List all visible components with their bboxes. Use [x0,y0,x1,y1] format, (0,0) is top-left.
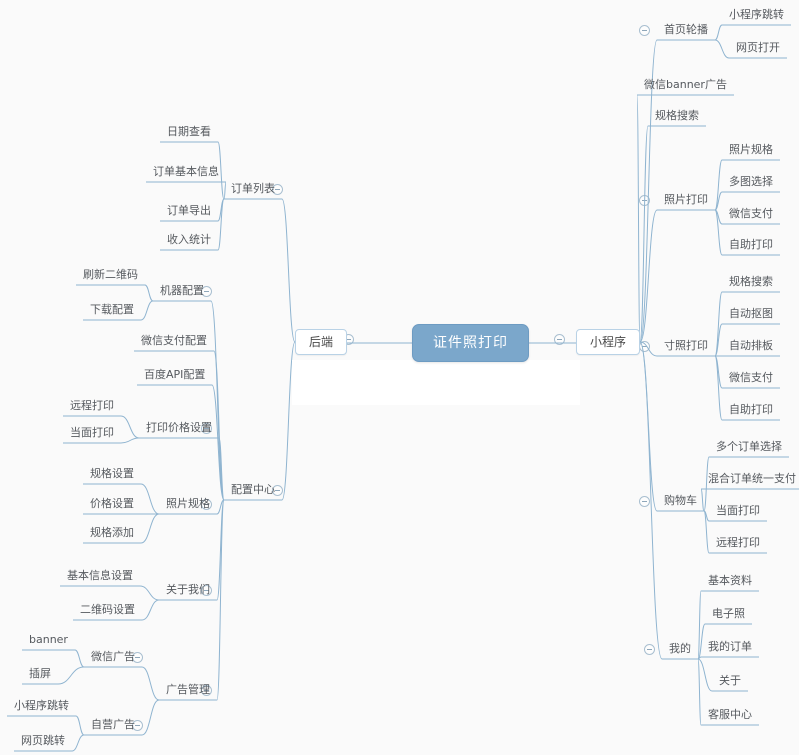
leaf-cart-remote-print[interactable]: 远程打印 [716,536,760,549]
leaf-qrcode-setting[interactable]: 二维码设置 [80,603,135,616]
leaf-spec-setting[interactable]: 规格设置 [90,467,134,480]
node-id-photo-print[interactable]: 寸照打印 [664,339,708,352]
collapse-toggle-about-us[interactable] [201,585,212,596]
leaf-download-config[interactable]: 下载配置 [90,303,134,316]
node-self-ad[interactable]: 自营广告 [91,718,135,731]
leaf-self-ad-webpage-jump[interactable]: 网页跳转 [21,734,65,747]
node-mine[interactable]: 我的 [669,642,691,655]
leaf-wechat-pay-config[interactable]: 微信支付配置 [141,334,207,347]
branch-node-backend[interactable]: 后端 [295,329,348,355]
node-config-center[interactable]: 配置中心 [231,483,275,496]
leaf-id-photo-spec-search[interactable]: 规格搜索 [729,275,773,288]
leaf-inperson-print[interactable]: 当面打印 [70,426,114,439]
leaf-ad-banner[interactable]: banner [29,633,68,646]
leaf-order-export[interactable]: 订单导出 [167,204,211,217]
root-node[interactable]: 证件照打印 [412,324,529,362]
collapse-toggle-mine[interactable] [644,644,655,655]
collapse-toggle-cart[interactable] [639,496,650,507]
leaf-mine-support-center[interactable]: 客服中心 [708,708,752,721]
leaf-income-stats[interactable]: 收入统计 [167,233,211,246]
collapse-toggle-machine-config[interactable] [201,286,212,297]
leaf-id-photo-selfservice[interactable]: 自助打印 [729,403,773,416]
leaf-photo-print-selfservice[interactable]: 自助打印 [729,238,773,251]
leaf-carousel-webpage-open[interactable]: 网页打开 [736,41,780,54]
leaf-refresh-qrcode[interactable]: 刷新二维码 [83,268,138,281]
node-about-us[interactable]: 关于我们 [166,583,210,596]
node-print-price-config[interactable]: 打印价格设置 [146,421,212,434]
collapse-toggle-miniprogram[interactable] [554,334,565,345]
leaf-ad-interstitial[interactable]: 插屏 [29,667,51,680]
leaf-id-photo-wechat-pay[interactable]: 微信支付 [729,371,773,384]
collapse-toggle-home-carousel[interactable] [639,25,650,36]
collapse-toggle-photo-print[interactable] [639,195,650,206]
node-cart[interactable]: 购物车 [664,494,697,507]
leaf-cart-multi-order-select[interactable]: 多个订单选择 [716,440,782,453]
leaf-photo-print-spec[interactable]: 照片规格 [729,143,773,156]
leaf-self-ad-miniprogram-jump[interactable]: 小程序跳转 [14,699,69,712]
leaf-basic-info-setting[interactable]: 基本信息设置 [67,569,133,582]
collapse-toggle-id-photo-print[interactable] [639,341,650,352]
leaf-id-photo-auto-cutout[interactable]: 自动抠图 [729,307,773,320]
white-overlay-patch [292,360,580,405]
collapse-toggle-order-list[interactable] [272,184,283,195]
leaf-order-basic-info[interactable]: 订单基本信息 [153,165,219,178]
branch-node-miniprogram[interactable]: 小程序 [576,329,641,355]
leaf-price-setting[interactable]: 价格设置 [90,497,134,510]
collapse-toggle-photo-spec[interactable] [201,499,212,510]
node-order-list[interactable]: 订单列表 [231,182,275,195]
node-machine-config[interactable]: 机器配置 [160,284,204,297]
collapse-toggle-wechat-ad[interactable] [132,652,143,663]
leaf-mine-basic-profile[interactable]: 基本资料 [708,574,752,587]
leaf-order-date-view[interactable]: 日期查看 [167,125,211,138]
node-ad-management[interactable]: 广告管理 [166,683,210,696]
leaf-carousel-miniprogram-jump[interactable]: 小程序跳转 [729,8,784,21]
leaf-photo-print-wechat-pay[interactable]: 微信支付 [729,207,773,220]
leaf-photo-print-multiselect[interactable]: 多图选择 [729,175,773,188]
collapse-toggle-ad-management[interactable] [201,685,212,696]
leaf-id-photo-auto-layout[interactable]: 自动排板 [729,339,773,352]
leaf-mine-digital-photo[interactable]: 电子照 [712,607,745,620]
leaf-spec-add[interactable]: 规格添加 [90,526,134,539]
leaf-cart-inperson-print[interactable]: 当面打印 [716,504,760,517]
leaf-spec-search-top[interactable]: 规格搜索 [655,109,699,122]
leaf-mine-my-orders[interactable]: 我的订单 [708,640,752,653]
leaf-cart-mixed-order-pay[interactable]: 混合订单统一支付 [708,472,796,485]
node-wechat-ad[interactable]: 微信广告 [91,650,135,663]
node-home-carousel[interactable]: 首页轮播 [664,23,708,36]
leaf-remote-print[interactable]: 远程打印 [70,399,114,412]
node-photo-print[interactable]: 照片打印 [664,193,708,206]
node-photo-spec[interactable]: 照片规格 [166,497,210,510]
leaf-wechat-banner-ad[interactable]: 微信banner广告 [644,78,727,91]
leaf-mine-about[interactable]: 关于 [719,674,741,687]
leaf-baidu-api-config[interactable]: 百度API配置 [144,368,206,381]
